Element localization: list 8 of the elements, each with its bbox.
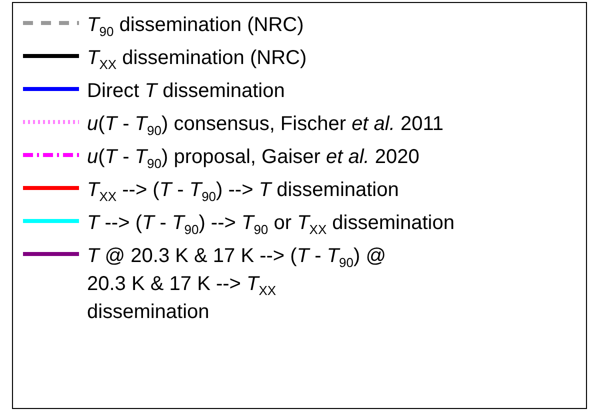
legend-text: T$_{XX}$ --> (T - T$_{90}$) --> T dissemination [87, 178, 399, 204]
legend-text: T$_{XX}$ dissemination (NRC) [87, 46, 307, 72]
legend-text: T @ 20.3 K & 17 K --> (T - T$_{90}$) @ 20.3 K & 17 K --> T$_{XX}$ dissemination [87, 244, 387, 325]
legend-text: Direct T dissemination [87, 79, 285, 104]
legend-text: u(T - T$_{90}$) consensus, Fischer et al. 2011 [87, 112, 444, 138]
legend-text: T$_{90}$ dissemination (NRC) [87, 13, 304, 39]
legend-text: u(T - T$_{90}$) proposal, Gaiser et al. 2020 [87, 145, 420, 171]
legend-text: T --> (T - T$_{90}$) --> T$_{90}$ or T$_{XX}$ dissemination [87, 211, 454, 237]
